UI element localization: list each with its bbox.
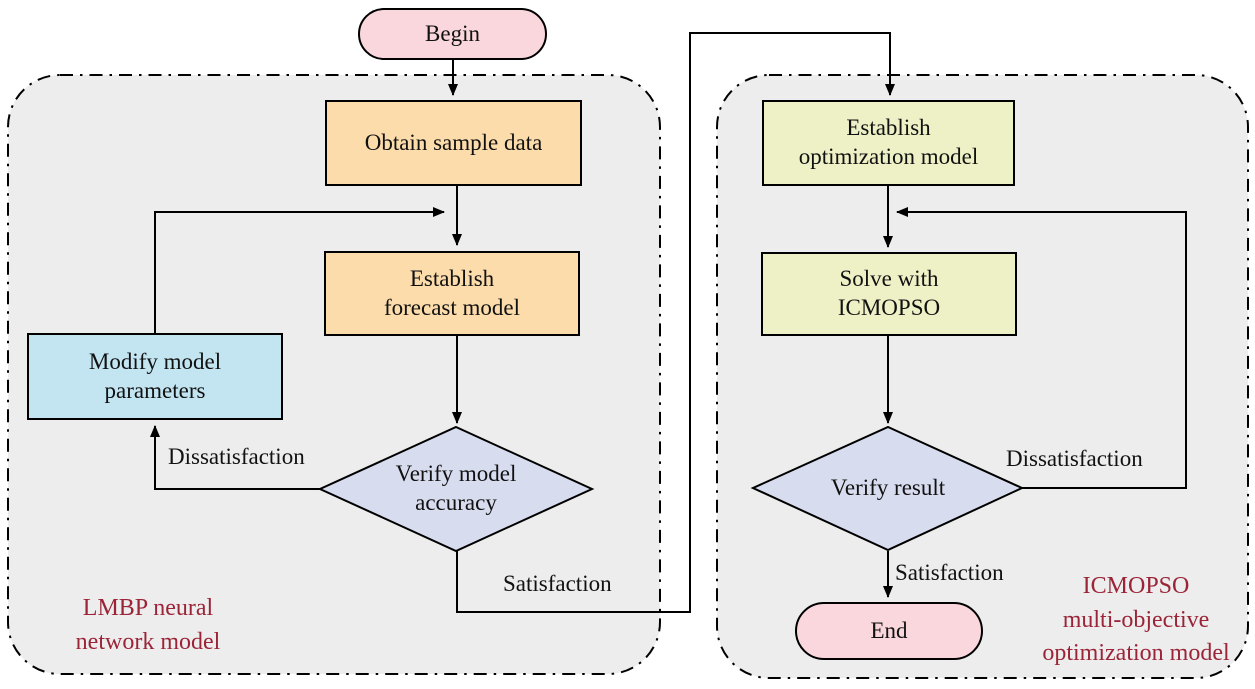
verify-result-text: Verify result xyxy=(830,474,946,500)
edge-verify-dissatisfaction-to-modify xyxy=(150,425,321,490)
establish-forecast-model-node: Establish forecast model xyxy=(324,251,580,336)
solve-with-icmopso-label: Solve with ICMOPSO xyxy=(837,266,941,320)
begin-label: Begin xyxy=(425,20,480,46)
obtain-sample-data-node: Obtain sample data xyxy=(325,100,582,186)
solve-with-icmopso-node: Solve with ICMOPSO xyxy=(761,252,1017,336)
verify-model-accuracy-text: Verify model accuracy xyxy=(395,461,517,515)
modify-model-parameters-node: Modify model parameters xyxy=(27,333,283,420)
lmbp-panel-caption: LMBP neural network model xyxy=(75,595,221,655)
left-satisfaction-label: Satisfaction xyxy=(503,571,612,596)
verify-result-diamond xyxy=(750,425,1025,552)
establish-optimization-model-label: Establish optimization model xyxy=(798,115,979,169)
edge-satisfaction-to-establish-optimization xyxy=(456,32,895,613)
edge-result-dissatisfaction-feedback xyxy=(896,207,1187,489)
right-dissatisfaction-label: Dissatisfaction xyxy=(1006,446,1143,471)
establish-forecast-model-label: Establish forecast model xyxy=(383,265,521,320)
icmopso-panel-caption: ICMOPSO multi-objective optimization mod… xyxy=(1042,573,1230,667)
end-label: End xyxy=(870,617,908,643)
begin-node: Begin xyxy=(358,8,547,60)
edge-modify-feedback-to-forecast xyxy=(154,207,445,333)
verify-model-accuracy-diamond xyxy=(317,425,595,553)
end-node: End xyxy=(795,602,983,660)
establish-optimization-model-node: Establish optimization model xyxy=(762,100,1015,186)
right-satisfaction-label: Satisfaction xyxy=(895,560,1004,585)
verify-model-accuracy-label: Verify model accuracy xyxy=(346,439,566,539)
obtain-sample-data-label: Obtain sample data xyxy=(364,129,543,155)
verify-result-label: Verify result xyxy=(778,438,998,538)
left-dissatisfaction-label: Dissatisfaction xyxy=(168,444,305,469)
modify-model-parameters-label: Modify model parameters xyxy=(88,348,222,403)
